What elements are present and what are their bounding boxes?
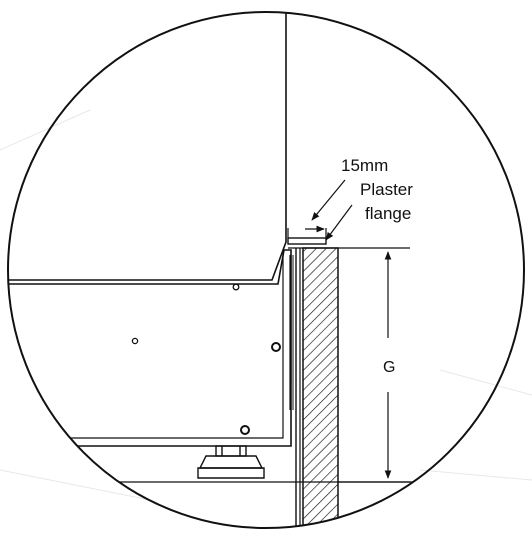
screw-hole — [240, 425, 250, 435]
gap-label: G — [383, 359, 395, 376]
screw-hole — [232, 283, 240, 291]
adjustable-foot — [197, 445, 265, 479]
leader-flange — [325, 204, 353, 241]
faint-guide-lines — [0, 109, 532, 501]
plaster-wall-hatch — [302, 247, 339, 528]
detail-content — [8, 12, 524, 528]
screw-hole — [131, 337, 139, 345]
leader-15mm — [311, 179, 346, 221]
flange-label-line1: Plaster — [360, 180, 413, 199]
flange-label-line2: flange — [365, 204, 411, 223]
dimension-label-15mm: 15mm — [341, 156, 388, 175]
lower-cabinet-inner-line — [8, 252, 284, 439]
detail-circle — [7, 11, 525, 529]
upper-cabinet-outline — [8, 12, 287, 281]
screw-hole — [271, 342, 281, 352]
plaster-flange — [287, 237, 327, 245]
